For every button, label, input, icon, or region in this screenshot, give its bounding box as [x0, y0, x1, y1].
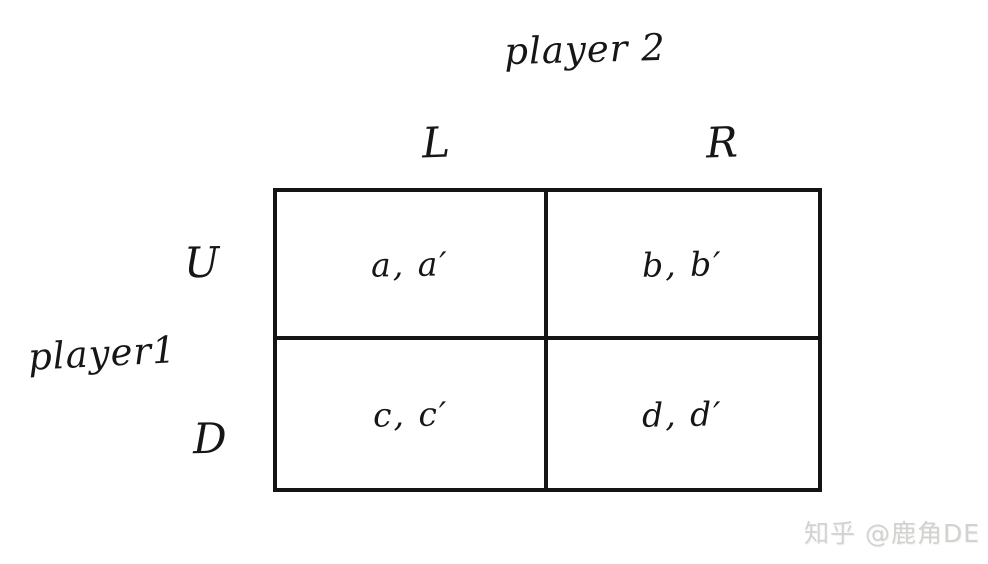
column-label-R: R: [705, 117, 739, 168]
player2-label: player 2: [503, 25, 667, 74]
payoff-cell-DR: d, d′: [548, 340, 819, 488]
payoff-value-DR: d, d′: [642, 393, 724, 435]
zhihu-watermark: 知乎 @鹿角DE: [804, 519, 980, 548]
payoff-cell-DL: c, c′: [277, 340, 548, 488]
payoff-value-DL: c, c′: [372, 393, 449, 435]
column-label-L: L: [421, 117, 451, 168]
payoff-cell-UL: a, a′: [277, 192, 548, 340]
row-label-U: U: [183, 237, 220, 288]
row-label-D: D: [192, 413, 228, 464]
player1-label: player1: [26, 328, 178, 379]
payoff-table: a, a′ b, b′ c, c′ d, d′: [273, 188, 822, 492]
payoff-value-UL: a, a′: [370, 243, 450, 285]
payoff-value-UR: b, b′: [642, 243, 724, 285]
payoff-cell-UR: b, b′: [547, 192, 818, 340]
